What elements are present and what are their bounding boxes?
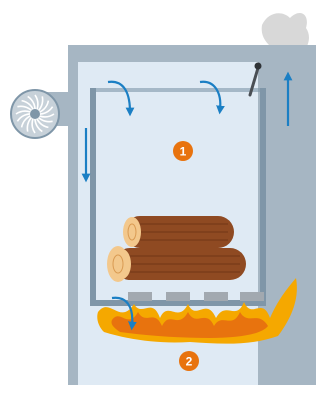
chamber-1-badge: 1 — [173, 141, 193, 161]
blower-fan-icon — [11, 90, 74, 138]
grate-bar — [204, 292, 228, 301]
chamber-2-badge: 2 — [179, 351, 199, 371]
grate-bar — [240, 292, 264, 301]
firewood-log — [107, 246, 129, 282]
firewood-logs — [107, 216, 246, 282]
grate-bar — [166, 292, 190, 301]
chamber-2-label: 2 — [186, 355, 193, 369]
firewood-log — [113, 248, 246, 280]
firewood-log — [123, 216, 234, 248]
grate-bar — [128, 292, 152, 301]
chamber-1-label: 1 — [180, 145, 187, 159]
